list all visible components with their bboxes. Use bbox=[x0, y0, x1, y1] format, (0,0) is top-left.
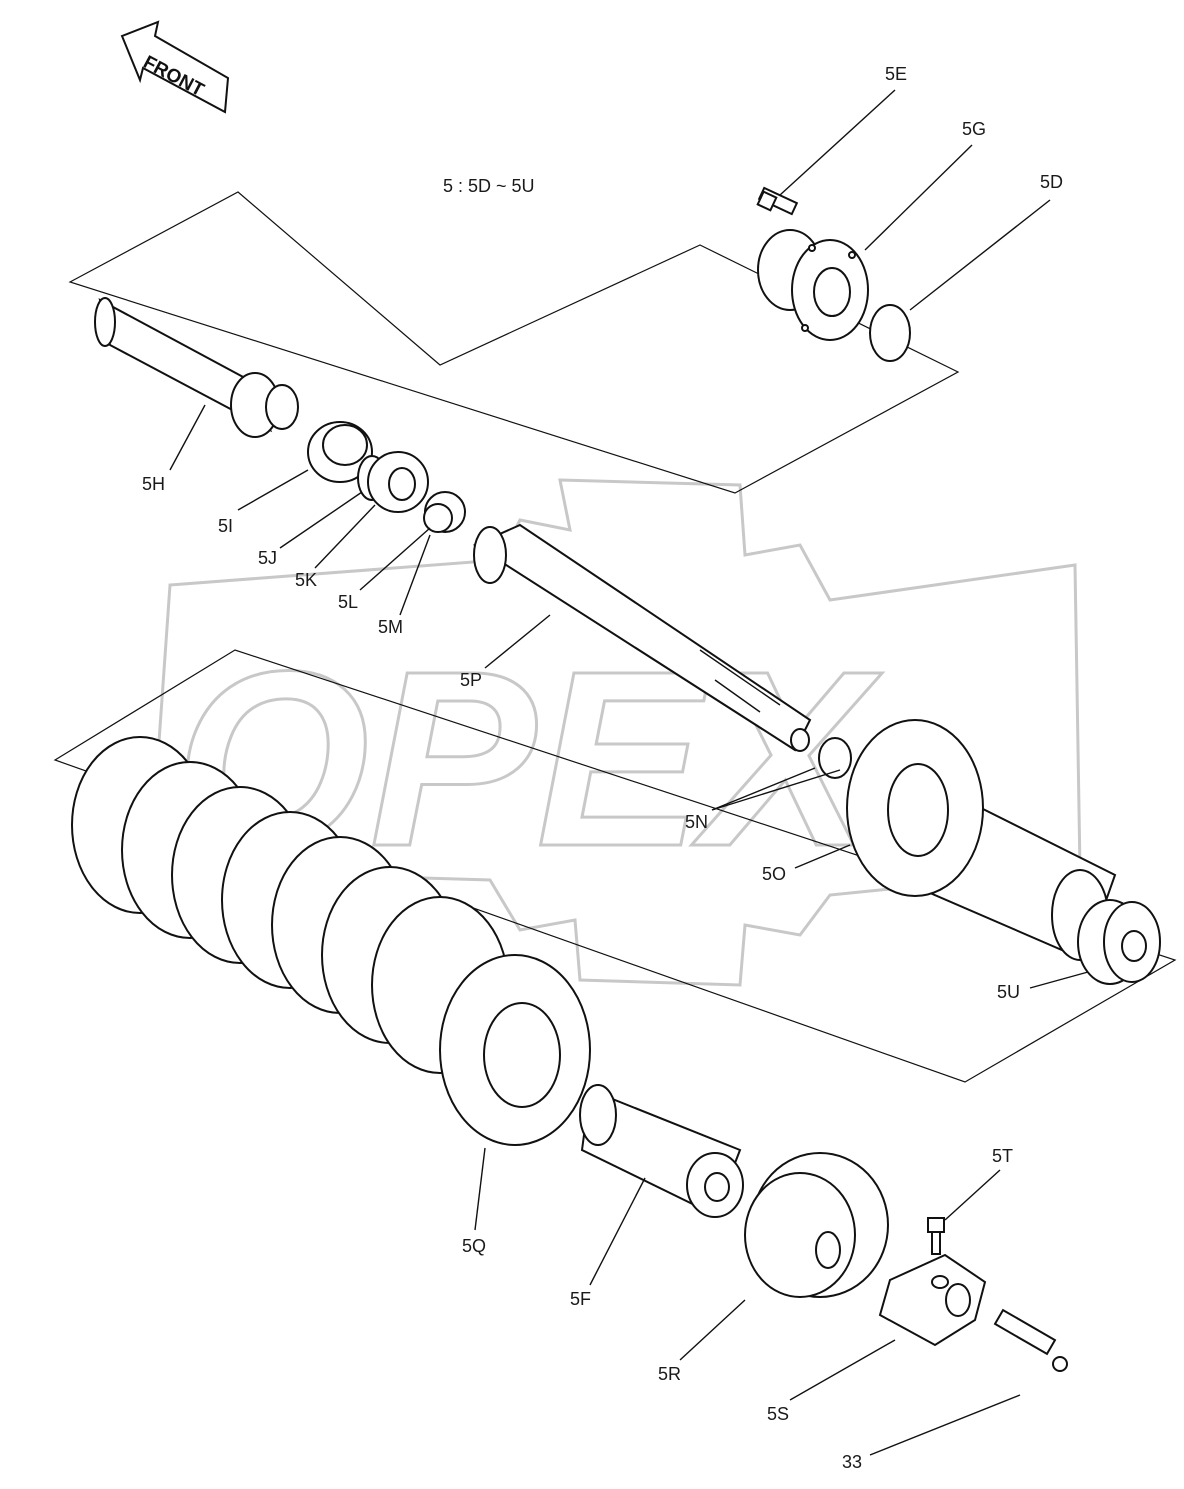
part-5d-ring bbox=[869, 304, 911, 362]
part-5o-cylinder bbox=[846, 719, 1117, 962]
label-5q: 5Q bbox=[462, 1236, 486, 1256]
leader-lines bbox=[169, 89, 1089, 1456]
label-5n: 5N bbox=[685, 812, 708, 832]
label-5d: 5D bbox=[1040, 172, 1063, 192]
part-5g-flange bbox=[757, 229, 869, 341]
part-5k-washer bbox=[367, 451, 429, 513]
part-5f-tube bbox=[579, 1084, 744, 1218]
label-5p: 5P bbox=[460, 670, 482, 690]
watermark-gear-icon bbox=[148, 478, 1082, 987]
label-5r: 5R bbox=[658, 1364, 681, 1384]
lower-assembly-outline bbox=[53, 649, 1177, 1083]
label-5o: 5O bbox=[762, 864, 786, 884]
label-5k: 5K bbox=[295, 570, 317, 590]
part-5p-shaft bbox=[472, 523, 812, 752]
label-5m: 5M bbox=[378, 617, 403, 637]
label-5j: 5J bbox=[258, 548, 277, 568]
label-5f: 5F bbox=[570, 1289, 591, 1309]
part-5u-bushing bbox=[1077, 899, 1161, 985]
part-5s-block bbox=[878, 1253, 987, 1347]
label-5e: 5E bbox=[885, 64, 907, 84]
label-5u: 5U bbox=[997, 982, 1020, 1002]
label-5h: 5H bbox=[142, 474, 165, 494]
label-5g: 5G bbox=[962, 119, 986, 139]
label-5s: 5S bbox=[767, 1404, 789, 1424]
part-labels: 5E 5G 5D 5H 5I 5J 5K 5L 5M 5P 5N 5O 5U 5… bbox=[142, 64, 1063, 1472]
label-33: 33 bbox=[842, 1452, 862, 1472]
part-5h-tube bbox=[94, 297, 299, 438]
part-5m-ring bbox=[423, 503, 453, 533]
part-33-fitting bbox=[993, 1308, 1068, 1372]
label-5i: 5I bbox=[218, 516, 233, 536]
part-5i-sleeve bbox=[307, 421, 373, 483]
part-5e-bolt bbox=[756, 186, 799, 216]
part-5q-spring bbox=[71, 736, 591, 1146]
part-5n-ring bbox=[818, 737, 852, 779]
assembly-note: 5 : 5D ~ 5U bbox=[443, 176, 535, 196]
label-5l: 5L bbox=[338, 592, 358, 612]
label-5t: 5T bbox=[992, 1146, 1013, 1166]
upper-assembly-outline bbox=[68, 191, 960, 494]
part-5t-plug bbox=[927, 1217, 945, 1255]
part-5r-disc bbox=[744, 1152, 889, 1298]
front-arrow-icon bbox=[120, 20, 230, 114]
front-arrow: FRONT bbox=[120, 20, 230, 114]
